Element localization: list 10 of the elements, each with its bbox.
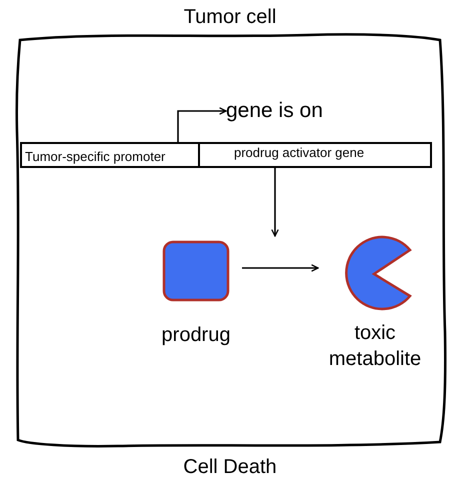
compound-label: toxic metabolite xyxy=(328,321,422,372)
arrow xyxy=(242,264,319,272)
arrow xyxy=(271,168,279,237)
gene-segment: prodrug activator gene xyxy=(200,142,432,168)
arrow xyxy=(177,107,227,142)
cell-title: Tumor cell xyxy=(182,6,278,29)
outcome-text: Cell Death xyxy=(182,456,278,479)
status-text: gene is on xyxy=(226,97,336,125)
compound-label: prodrug xyxy=(160,323,232,348)
gene-segment: Tumor-specific promoter xyxy=(20,142,200,168)
